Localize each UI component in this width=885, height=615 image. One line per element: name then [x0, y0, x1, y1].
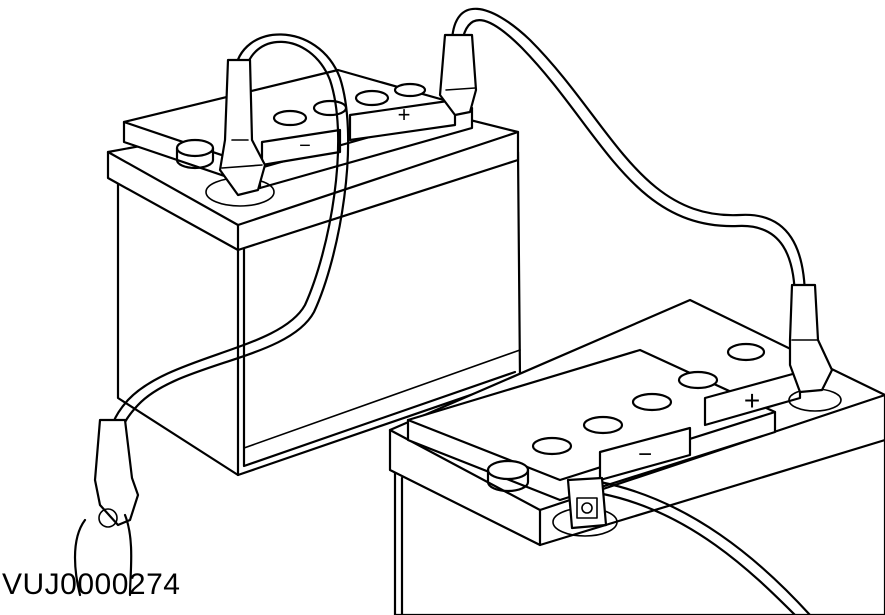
figure-reference-code: VUJ0000274: [2, 568, 181, 601]
front-battery-negative-label: −: [638, 441, 652, 468]
back-negative-clamp: [218, 58, 267, 197]
front-battery-positive-label: +: [744, 385, 760, 416]
back-battery-positive-label: +: [398, 102, 411, 127]
negative-jumper-cable: [73, 33, 350, 597]
loose-negative-clip: [93, 418, 140, 527]
back-positive-clamp: [438, 33, 478, 117]
front-battery-negative-cover: [598, 426, 692, 482]
back-battery-negative-label: −: [299, 135, 311, 157]
back-battery-vent-caps: [272, 82, 427, 127]
front-positive-clamp: [788, 283, 834, 394]
ground-cable: [566, 476, 812, 615]
front-battery-vent-caps: [531, 342, 766, 456]
back-battery-positive-cover: [348, 98, 457, 142]
positive-jumper-cable: [438, 7, 834, 394]
front-battery-positive-cover: [703, 370, 802, 427]
